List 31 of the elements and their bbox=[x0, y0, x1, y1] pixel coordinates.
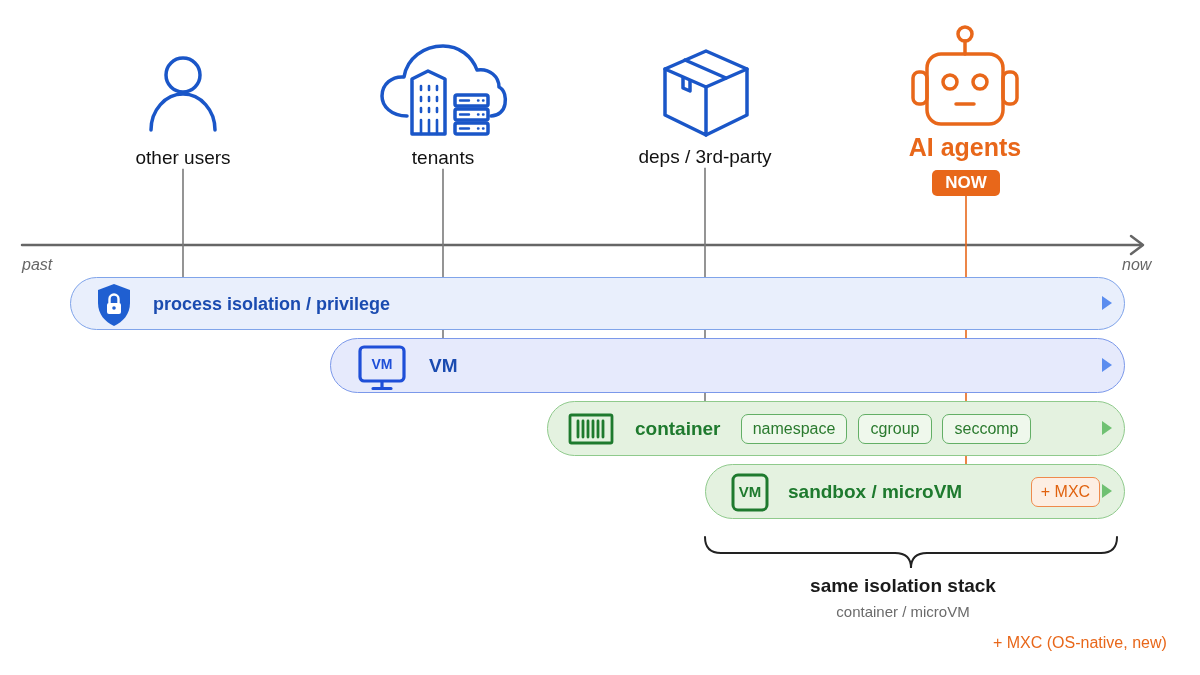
connector-line bbox=[965, 195, 967, 278]
band-label: sandbox / microVM bbox=[788, 480, 963, 503]
tag-chip: cgroup bbox=[858, 414, 932, 444]
timeline-label: other users bbox=[135, 147, 231, 169]
connector-line bbox=[965, 329, 967, 339]
connector-line bbox=[704, 167, 706, 278]
tag-chip: + MXC bbox=[1031, 477, 1100, 507]
status-badge: NOW bbox=[932, 170, 1000, 196]
brace-label: same isolation stack bbox=[810, 575, 996, 597]
icon-label: VM bbox=[738, 483, 762, 501]
connector-line bbox=[442, 168, 444, 278]
connector-line bbox=[965, 455, 967, 465]
timeline-label: tenants bbox=[411, 147, 475, 169]
icon-label: VM bbox=[371, 355, 393, 373]
axis-label: now bbox=[1122, 256, 1152, 275]
timeline-band bbox=[70, 277, 1125, 330]
axis-label: past bbox=[22, 256, 53, 275]
tag-chip: namespace bbox=[741, 414, 847, 444]
band-label: container bbox=[635, 417, 721, 440]
connector-line bbox=[704, 392, 706, 402]
connector-line bbox=[704, 329, 706, 339]
connector-line bbox=[182, 168, 184, 278]
timeline-label: AI agents bbox=[908, 133, 1022, 162]
band-label: VM bbox=[429, 354, 458, 377]
note-text: + MXC (OS-native, new) bbox=[993, 634, 1167, 653]
timeline-label: deps / 3rd-party bbox=[638, 146, 772, 168]
band-label: process isolation / privilege bbox=[153, 293, 391, 314]
tag-chip: seccomp bbox=[942, 414, 1031, 444]
caption-text: container / microVM bbox=[836, 603, 970, 621]
connector-line bbox=[965, 392, 967, 402]
connector-line bbox=[442, 329, 444, 339]
